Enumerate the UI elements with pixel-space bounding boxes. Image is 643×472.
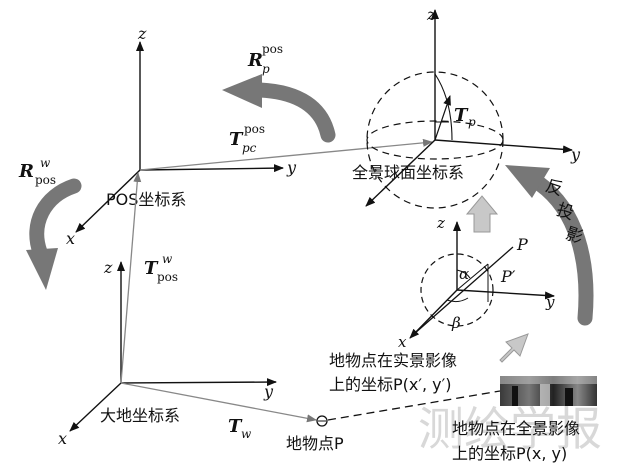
vector-T-pos-w — [120, 172, 142, 384]
vector-T-w — [120, 382, 317, 423]
img-axis-z: z — [436, 214, 445, 232]
sphere-axis-z: z — [426, 5, 436, 24]
sphere-frame-name: 全景球面坐标系 — [352, 163, 464, 182]
svg-text:投: 投 — [554, 200, 576, 224]
geodetic-frame-name: 大地坐标系 — [100, 406, 180, 425]
ground-to-photo-dashed — [327, 390, 501, 421]
pos-axis-y: y — [286, 158, 297, 177]
label-R-pos-w: R pos w — [18, 156, 56, 187]
rotation-arrow-R-pos-w — [26, 178, 82, 290]
pano-image-label-line2: 上的坐标P(x, y) — [452, 444, 567, 463]
svg-text:w: w — [40, 156, 51, 170]
sphere-axis-y: y — [570, 145, 581, 164]
svg-text:pos: pos — [244, 122, 265, 136]
pos-frame: z y x POS坐标系 — [66, 24, 297, 248]
angle-beta: β — [451, 314, 461, 332]
vector-T-pc-pos — [139, 138, 433, 171]
pano-image-label-line1: 地物点在全景影像 — [452, 419, 580, 438]
back-projection-label: 反 投 影 — [543, 176, 585, 248]
svg-text:pc: pc — [242, 141, 257, 155]
img-axis-y: y — [545, 293, 555, 311]
img-point-P: P — [516, 235, 528, 254]
angle-alpha: α — [459, 265, 469, 283]
svg-text:R: R — [247, 50, 263, 71]
geo-axis-x: x — [58, 429, 67, 448]
real-image-label-line2: 上的坐标P(x′, y′) — [329, 375, 452, 394]
label-T-pos-w: T pos w — [144, 252, 178, 284]
back-projection-arrow — [505, 165, 594, 326]
ground-point-label: 地物点P — [286, 434, 344, 453]
label-T-pc-pos: T pc pos — [229, 122, 265, 155]
svg-text:p: p — [468, 115, 476, 129]
image-frame: z y x P P′ α β — [398, 214, 555, 351]
svg-text:R: R — [18, 161, 34, 182]
svg-text:pos: pos — [157, 270, 178, 284]
pos-axis-x: x — [66, 229, 75, 248]
real-image-label-line1: 地物点在实景影像 — [329, 351, 457, 370]
svg-text:pos: pos — [35, 173, 56, 187]
rotation-arrow-R-p-pos — [222, 74, 336, 143]
svg-text:p: p — [262, 62, 270, 76]
geodetic-frame: z y x 大地坐标系 — [58, 258, 277, 448]
svg-text:pos: pos — [262, 42, 283, 56]
watermark: 测绘学报 — [418, 402, 602, 456]
img-axis-x: x — [398, 333, 407, 351]
svg-text:T: T — [229, 129, 244, 150]
img-point-P-prime: P′ — [500, 267, 516, 286]
sphere-frame: z y 全景球面坐标系 — [352, 5, 581, 209]
geo-axis-z: z — [103, 258, 113, 277]
svg-text:影: 影 — [563, 224, 585, 248]
svg-text:反: 反 — [543, 176, 565, 200]
svg-text:T: T — [228, 416, 243, 437]
label-R-p-pos: R p pos — [247, 42, 283, 76]
pos-axis-z: z — [137, 24, 147, 43]
up-arrow-image-to-sphere — [465, 195, 499, 233]
svg-text:w: w — [162, 252, 173, 266]
pos-frame-name: POS坐标系 — [106, 190, 186, 209]
svg-text:T: T — [454, 105, 469, 126]
panorama-photo — [500, 376, 597, 406]
diag-arrow-to-image-frame — [499, 333, 529, 363]
svg-text:w: w — [241, 427, 252, 441]
geo-axis-y: y — [263, 382, 274, 401]
label-T-w: T w — [228, 416, 252, 441]
svg-text:T: T — [144, 258, 159, 279]
label-T-p: T p — [454, 105, 476, 129]
